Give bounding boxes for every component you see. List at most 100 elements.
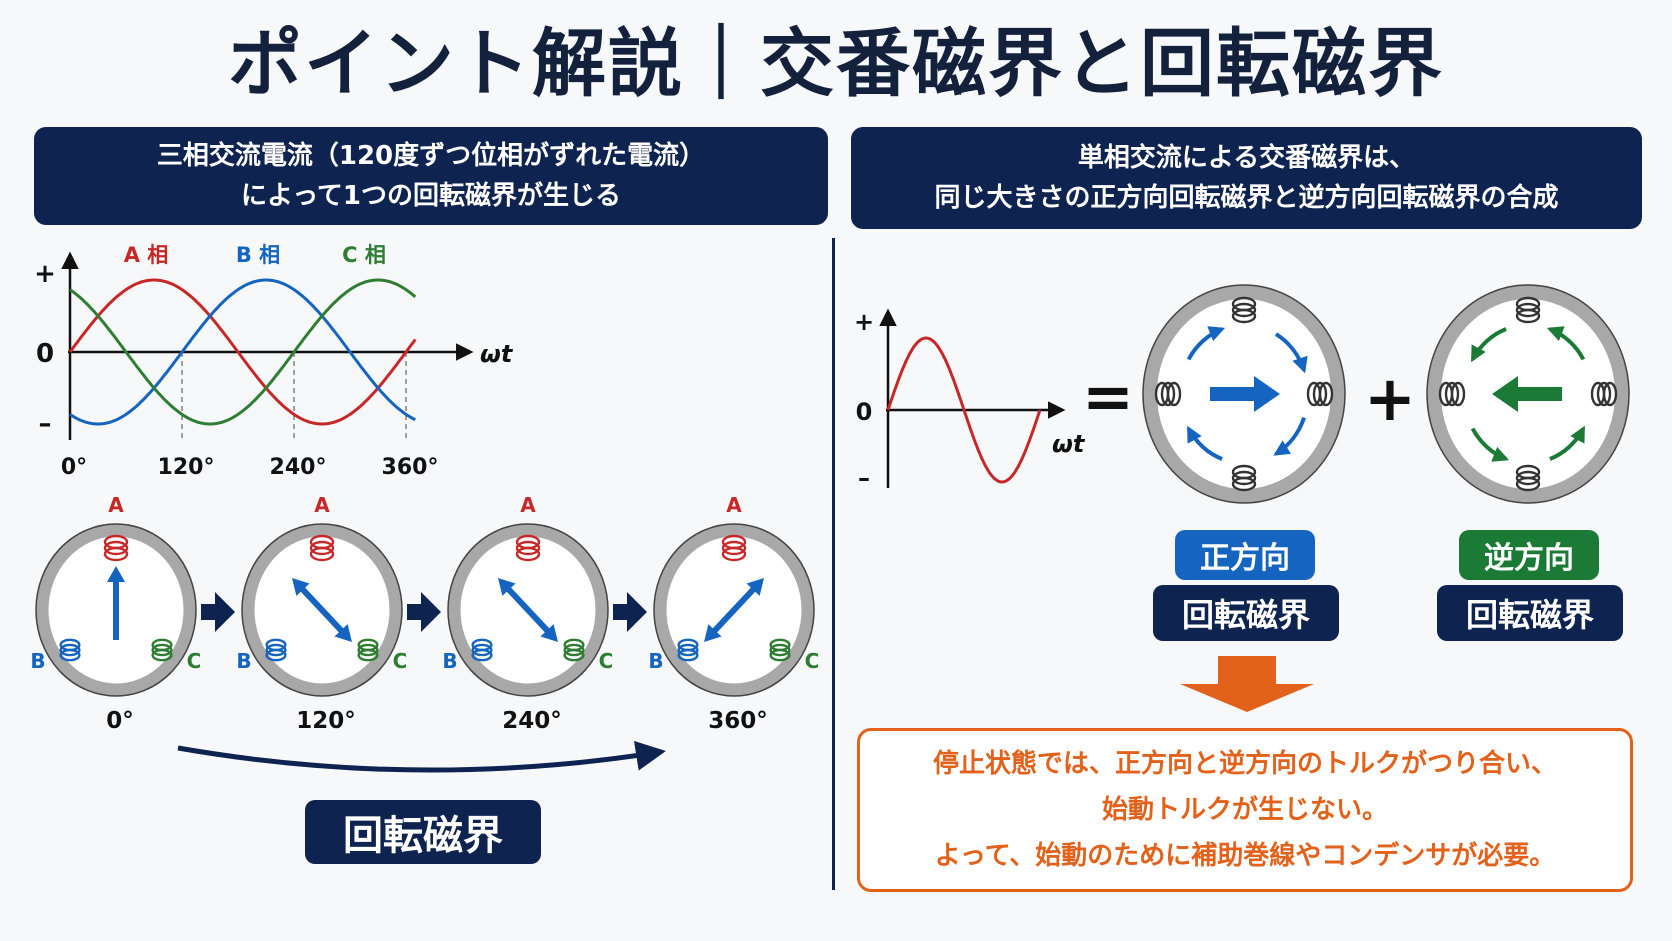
coil-loop xyxy=(677,643,699,657)
coil-c-label: C xyxy=(599,649,614,673)
coil-loop xyxy=(769,643,791,657)
rotation-arc-3 xyxy=(1549,425,1586,461)
sequence-arrows xyxy=(201,592,647,632)
coil-loop xyxy=(1444,381,1460,407)
forward-stator xyxy=(1142,284,1346,504)
y-tick-plus: + xyxy=(854,308,874,336)
coil-loop xyxy=(1515,302,1541,318)
rotating-field-stators xyxy=(1142,284,1630,504)
coil-c xyxy=(769,638,791,662)
coil-loop xyxy=(1166,381,1182,407)
reverse-center-arrow xyxy=(1492,376,1562,412)
arrow-shaft xyxy=(504,585,552,635)
single-phase-wave xyxy=(886,336,1042,484)
coil-b xyxy=(59,638,81,662)
coil-loop xyxy=(357,648,379,662)
coil-b-label: B xyxy=(648,649,663,673)
right-header: 単相交流による交番磁界は、 同じ大きさの正方向回転磁界と逆方向回転磁界の合成 xyxy=(851,127,1642,229)
coil-loop xyxy=(309,546,335,562)
coil-a xyxy=(103,534,129,562)
y-tick-zero: 0 xyxy=(36,339,54,369)
stator-ring-outline xyxy=(447,523,609,697)
legend-b-phase: B 相 xyxy=(236,243,280,267)
rotation-curve-arrow xyxy=(177,740,666,773)
coil-loop xyxy=(151,648,173,662)
coil-loop xyxy=(769,648,791,662)
coil-right xyxy=(1590,381,1618,407)
center-arrow-shape xyxy=(1210,376,1280,412)
reverse-rotating-field-label: 回転磁界 xyxy=(1437,585,1623,641)
coil-b xyxy=(677,638,699,662)
coil-loop xyxy=(103,540,129,556)
y-tick-zero: 0 xyxy=(856,398,873,426)
center-arrow-shape xyxy=(1492,376,1562,412)
page-title: ポイント解説｜交番磁界と回転磁界 xyxy=(228,21,1444,107)
legend-a-phase: A 相 xyxy=(124,243,169,267)
stator-angle-label: 0° xyxy=(106,708,134,734)
coil-loop xyxy=(1231,476,1257,492)
x-tick-120: 120° xyxy=(158,455,215,480)
coil-loop xyxy=(309,540,335,556)
field-arrow xyxy=(704,578,764,642)
coil-loop xyxy=(1515,470,1541,486)
coil-loop xyxy=(1515,476,1541,492)
coil-loop xyxy=(1602,381,1618,407)
y-tick-plus: + xyxy=(34,259,56,289)
step-arrow-3 xyxy=(613,592,647,632)
forward-rotating-field-label: 回転磁界 xyxy=(1153,585,1339,641)
note-line3: よって、始動のために補助巻線やコンデンサが必要。 xyxy=(934,841,1556,871)
coil-loop xyxy=(59,648,81,662)
coil-left xyxy=(1154,381,1182,407)
reverse-direction-label: 逆方向 xyxy=(1459,530,1599,580)
coil-loop xyxy=(677,648,699,662)
coil-loop xyxy=(563,643,585,657)
forward-center-arrow xyxy=(1210,376,1280,412)
coil-loop xyxy=(515,540,541,556)
coil-c xyxy=(151,638,173,662)
right-header-line1: 単相交流による交番磁界は、 xyxy=(1077,143,1416,173)
rotation-arc-0 xyxy=(1546,326,1586,361)
x-tick-360: 360° xyxy=(382,455,439,480)
y-tick-minus: – xyxy=(858,464,870,492)
coil-c xyxy=(563,638,585,662)
field-arrow xyxy=(498,578,558,642)
coil-loop xyxy=(1596,381,1612,407)
left-header: 三相交流電流（120度ずつ位相がずれた電流） によって1つの回転磁界が生じる xyxy=(34,127,828,225)
coil-a-label: A xyxy=(314,493,330,517)
x-axis-label: ωt xyxy=(1052,430,1086,458)
equals-sign: = xyxy=(1082,360,1134,433)
coil-a-label: A xyxy=(520,493,536,517)
coil-top xyxy=(1515,296,1541,324)
conclusion-note: 停止状態では、正方向と逆方向のトルクがつり合い、 始動トルクが生じない。 よって… xyxy=(857,728,1633,892)
coil-bottom xyxy=(1231,464,1257,492)
rotation-arc-1 xyxy=(1274,332,1308,374)
coil-b-label: B xyxy=(30,649,45,673)
y-tick-minus: – xyxy=(39,409,52,439)
coil-a-label: A xyxy=(108,493,124,517)
three-phase-chart: + 0 – ωt 0° 120° 240° 360° A 相 B 相 C 相 xyxy=(34,243,514,480)
coil-left xyxy=(1438,381,1466,407)
stator-ring-outline xyxy=(1426,284,1630,504)
stator-ring-outline xyxy=(241,523,403,697)
arrow-head xyxy=(746,578,764,596)
rotation-arc-2 xyxy=(1273,416,1306,456)
result-down-arrow xyxy=(1180,656,1314,712)
left-header-line2: によって1つの回転磁界が生じる xyxy=(240,181,621,211)
coil-loop xyxy=(357,643,379,657)
rotation-arc-3 xyxy=(1186,425,1223,461)
phase-wave-2 xyxy=(69,278,417,426)
forward-direction-label: 正方向 xyxy=(1175,530,1315,580)
arrow-head xyxy=(334,624,352,642)
coil-loop xyxy=(103,546,129,562)
coil-b-label: B xyxy=(442,649,457,673)
single-phase-chart: + 0 – ωt xyxy=(854,308,1086,492)
coil-loop xyxy=(265,643,287,657)
stator-ring-outline xyxy=(653,523,815,697)
reverse-stator xyxy=(1426,284,1630,504)
